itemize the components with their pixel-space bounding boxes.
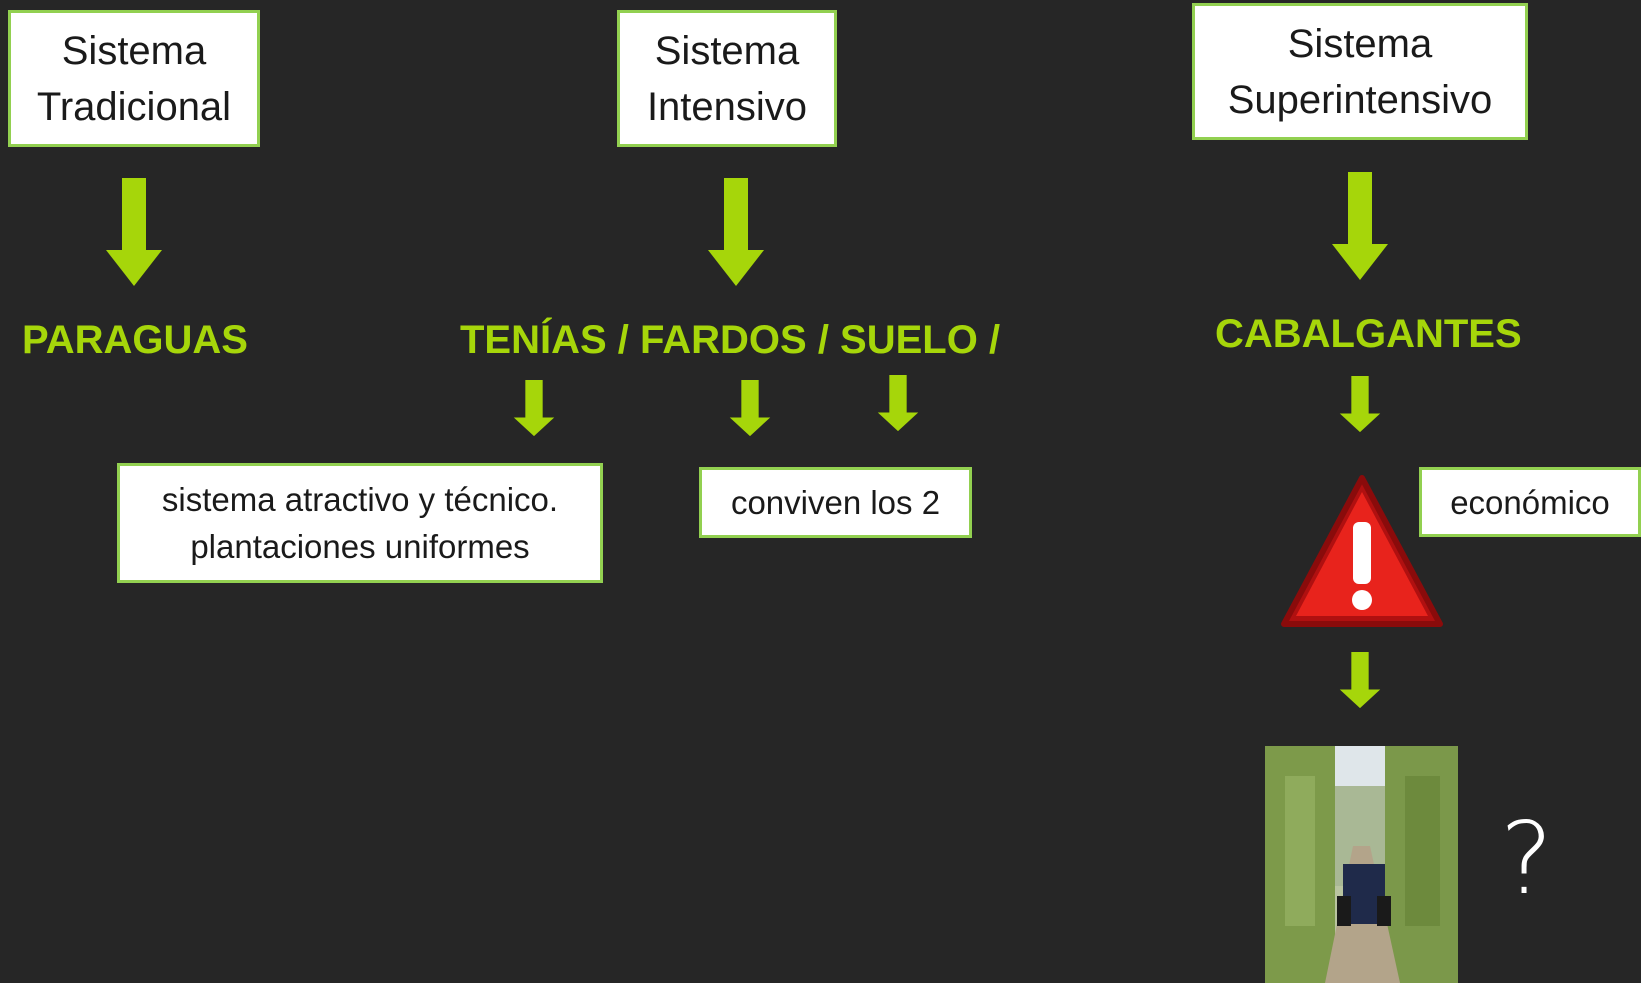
label-cabalgantes: CABALGANTES xyxy=(1215,312,1522,356)
label-tenias-fardos-suelo: TENÍAS / FARDOS / SUELO / xyxy=(460,318,1001,362)
title-line1: Sistema xyxy=(654,28,800,73)
note-text: económico xyxy=(1450,483,1610,521)
down-arrow-icon xyxy=(1332,172,1388,280)
warning-triangle-icon xyxy=(1281,475,1443,627)
title-line2: Superintensivo xyxy=(1227,77,1493,122)
note-conviven: conviven los 2 xyxy=(699,467,972,538)
note-economico: económico xyxy=(1419,467,1641,537)
down-arrow-icon xyxy=(506,380,562,458)
label-paraguas: PARAGUAS xyxy=(22,318,248,362)
down-arrow-icon xyxy=(708,178,764,286)
note-text: conviven los 2 xyxy=(730,484,941,521)
down-arrow-icon xyxy=(1332,652,1388,730)
title-line1: Sistema xyxy=(61,28,207,73)
title-line2: Intensivo xyxy=(646,84,808,129)
title-line1: Sistema xyxy=(1287,21,1433,66)
down-arrow-icon xyxy=(722,380,778,458)
note-line1: sistema atractivo y técnico. xyxy=(161,481,559,518)
box-sistema-intensivo: Sistema Intensivo xyxy=(617,10,837,147)
title-line2: Tradicional xyxy=(36,84,232,129)
note-line2: plantaciones uniformes xyxy=(190,528,530,565)
box-sistema-superintensivo: Sistema Superintensivo xyxy=(1192,3,1528,140)
box-sistema-tradicional: Sistema Tradicional xyxy=(8,10,260,147)
down-arrow-icon xyxy=(106,178,162,286)
question-mark: ? xyxy=(1500,800,1554,917)
down-arrow-icon xyxy=(870,375,926,453)
tractor-photo xyxy=(1265,746,1458,983)
note-sistema-atractivo: sistema atractivo y técnico. plantacione… xyxy=(117,463,603,583)
down-arrow-icon xyxy=(1332,376,1388,454)
